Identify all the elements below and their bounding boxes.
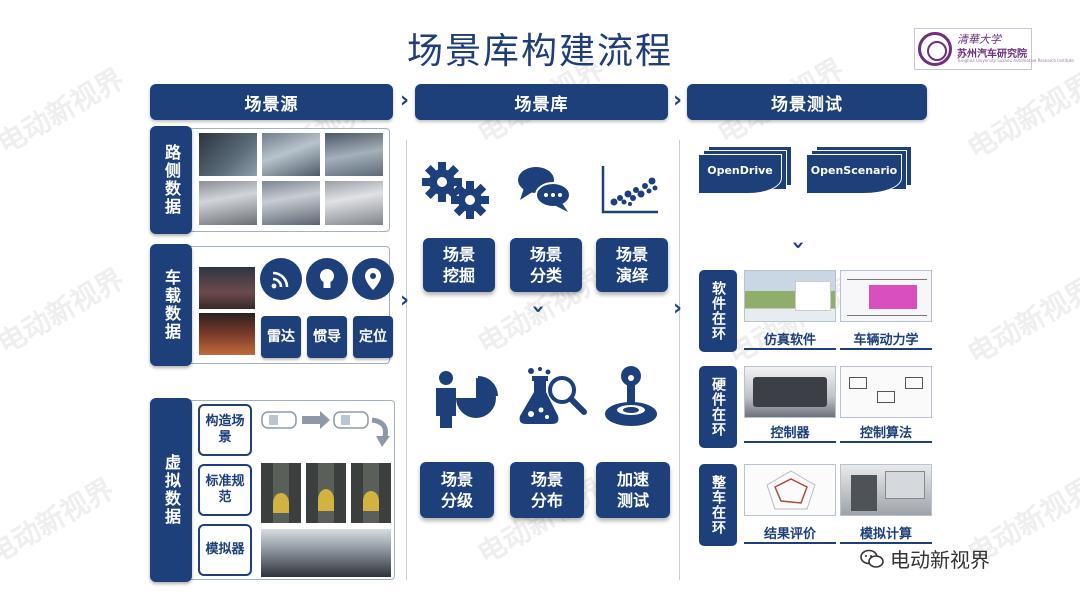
column-divider [679, 140, 680, 580]
vehicle-in-loop-label: 整车在环 [699, 464, 737, 546]
format-opendrive: OpenDrive [698, 146, 794, 196]
watermark: 电动新视界 [0, 472, 120, 571]
roadside-photo [198, 132, 258, 177]
watermark: 电动新视界 [961, 272, 1080, 371]
person-pie-icon [436, 371, 498, 428]
radar-chart-graphic [766, 470, 816, 510]
vehicle-camera-photo [198, 266, 256, 310]
chevron-right-icon: › [673, 296, 683, 321]
simulation-software-screenshot [744, 270, 836, 322]
roadside-photo [324, 180, 384, 226]
logo-line-2: 苏州汽车研究院 [957, 49, 1027, 60]
virtual-data-label: 虚拟数据 [150, 398, 192, 582]
sensor-inertial-label: 惯导 [307, 316, 347, 358]
location-pin-icon [365, 268, 381, 290]
chevron-down-icon: › [525, 304, 551, 314]
library-item-distribution: 场景分布 [510, 462, 584, 518]
footer-brand: 电动新视界 [860, 544, 990, 573]
chevron-right-icon: › [400, 88, 410, 113]
control-algorithm-diagram [840, 366, 932, 418]
roadside-data-label: 路侧数据 [150, 126, 192, 234]
vehicle-camera-photo [198, 312, 256, 356]
caption-result-evaluation: 结果评价 [744, 522, 836, 544]
header-library: 场景库 [415, 84, 668, 120]
virtual-item-simulator: 模拟器 [198, 524, 252, 576]
tsinghua-logo: 清華大学 苏州汽车研究院 Tsinghua University Suzhou … [914, 28, 1074, 70]
standard-scenario-diagram [350, 462, 392, 524]
chevron-down-icon: › [785, 240, 811, 250]
scatter-chart-icon [601, 166, 658, 214]
roadside-photo [261, 132, 321, 177]
footer-text: 电动新视界 [890, 548, 990, 572]
gears-icon [422, 162, 489, 219]
logo-line-1: 清華大学 [957, 33, 1001, 46]
vehicle-dynamics-screenshot [840, 270, 932, 322]
sensor-location-label: 定位 [353, 316, 393, 358]
library-item-mining: 场景挖掘 [423, 238, 495, 292]
joystick-icon [605, 366, 657, 426]
library-item-accelerated-test: 加速测试 [596, 462, 670, 518]
chevron-right-icon: › [673, 88, 683, 113]
column-divider [406, 140, 407, 580]
document-layer [698, 154, 782, 194]
library-item-label: 场景分布 [530, 470, 563, 510]
standard-scenario-diagram [260, 462, 302, 524]
chevron-right-icon: › [400, 288, 410, 313]
roadside-photo [198, 180, 258, 226]
header-testing: 场景测试 [687, 84, 927, 120]
logo-line-3: Tsinghua University Suzhou Automotive Re… [957, 58, 1074, 63]
format-label: OpenDrive [707, 164, 773, 177]
sensor-radar-circle [260, 258, 302, 300]
hardware-in-loop-label: 硬件在环 [699, 366, 737, 448]
caption-vehicle-dynamics: 车辆动力学 [840, 328, 932, 350]
caption-simulation-software: 仿真软件 [744, 328, 836, 350]
simulator-photo [260, 528, 392, 578]
virtual-item-constructed: 构造场景 [198, 404, 252, 456]
library-item-label: 场景分级 [440, 470, 473, 510]
sensor-location-circle [352, 258, 394, 300]
format-openscenario: OpenScenario [806, 146, 914, 196]
controller-photo [744, 366, 836, 418]
library-item-label: 场景分类 [529, 245, 562, 285]
sensor-inertial-circle [306, 258, 348, 300]
virtual-item-standards: 标准规范 [198, 464, 252, 516]
car-lane-change-illustration [261, 411, 390, 447]
simulation-computation-photo [840, 464, 932, 516]
chat-bubbles-icon [518, 167, 571, 212]
wechat-icon [860, 549, 884, 568]
roadside-photo [324, 132, 384, 177]
library-item-label: 场景挖掘 [442, 245, 475, 285]
result-evaluation-chart [744, 464, 836, 516]
standard-scenario-diagram [305, 462, 347, 524]
library-item-deduction: 场景演绎 [596, 238, 668, 292]
watermark: 电动新视界 [961, 67, 1080, 166]
sensor-radar-label: 雷达 [261, 316, 301, 358]
library-item-grading: 场景分级 [420, 462, 494, 518]
caption-control-algorithm: 控制算法 [840, 421, 932, 443]
roadside-photo [261, 180, 321, 226]
header-source: 场景源 [150, 84, 393, 120]
library-item-label: 场景演绎 [615, 245, 648, 285]
software-in-loop-label: 软件在环 [699, 270, 737, 352]
page-title: 场景库构建流程 [406, 31, 673, 72]
caption-controller: 控制器 [744, 421, 836, 443]
vehicle-data-label: 车载数据 [150, 244, 192, 366]
format-label: OpenScenario [810, 164, 898, 177]
watermark: 电动新视界 [0, 262, 130, 361]
flask-search-icon [519, 367, 587, 424]
caption-simulation-computation: 模拟计算 [840, 522, 932, 544]
document-layer [806, 154, 902, 194]
seal-icon [918, 32, 952, 66]
library-item-classification: 场景分类 [510, 238, 582, 292]
library-item-label: 加速测试 [616, 470, 649, 510]
wifi-icon [271, 271, 289, 289]
lightbulb-icon [320, 269, 334, 288]
